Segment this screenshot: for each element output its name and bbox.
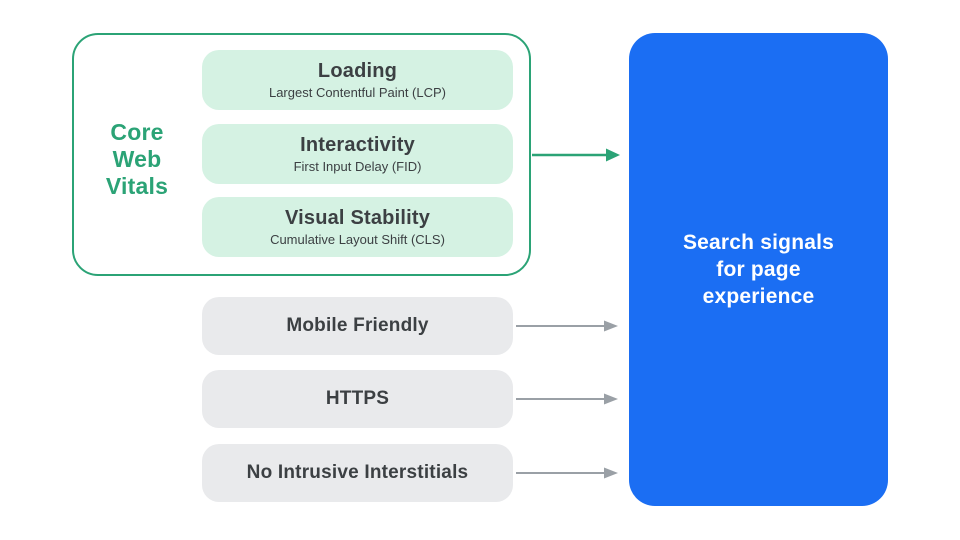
result-text-line: Search signals bbox=[682, 231, 835, 254]
arrow-core-web-vitals bbox=[532, 148, 620, 162]
signal-card-https: HTTPS bbox=[202, 370, 513, 428]
vital-title: Visual Stability bbox=[284, 207, 431, 229]
core-web-vitals-label: Core Web Vitals bbox=[72, 119, 202, 200]
core-web-vitals-label-line: Web bbox=[112, 146, 162, 172]
signal-card-no-intrusive-interstitials: No Intrusive Interstitials bbox=[202, 444, 513, 502]
core-web-vitals-label-line: Core bbox=[110, 119, 164, 145]
arrow-https bbox=[516, 393, 618, 405]
arrow-mobile-friendly bbox=[516, 320, 618, 332]
signal-label: Mobile Friendly bbox=[286, 315, 429, 336]
core-web-vitals-label-line: Vitals bbox=[105, 173, 169, 199]
vital-subtitle: Cumulative Layout Shift (CLS) bbox=[270, 232, 445, 247]
result-text-line: for page bbox=[716, 258, 801, 281]
vital-card-interactivity: Interactivity First Input Delay (FID) bbox=[202, 124, 513, 184]
vital-subtitle: Largest Contentful Paint (LCP) bbox=[268, 85, 447, 100]
arrow-no-intrusive-interstitials bbox=[516, 467, 618, 479]
vital-card-visual-stability: Visual Stability Cumulative Layout Shift… bbox=[202, 197, 513, 257]
vital-subtitle: First Input Delay (FID) bbox=[293, 159, 422, 174]
signal-label: No Intrusive Interstitials bbox=[246, 462, 469, 483]
vital-title: Loading bbox=[317, 60, 398, 82]
result-text-line: experience bbox=[702, 285, 815, 308]
signal-card-mobile-friendly: Mobile Friendly bbox=[202, 297, 513, 355]
vital-title: Interactivity bbox=[300, 134, 415, 156]
vital-card-loading: Loading Largest Contentful Paint (LCP) bbox=[202, 50, 513, 110]
search-signals-result-box: Search signals for page experience bbox=[629, 33, 888, 506]
signal-label: HTTPS bbox=[325, 388, 390, 409]
